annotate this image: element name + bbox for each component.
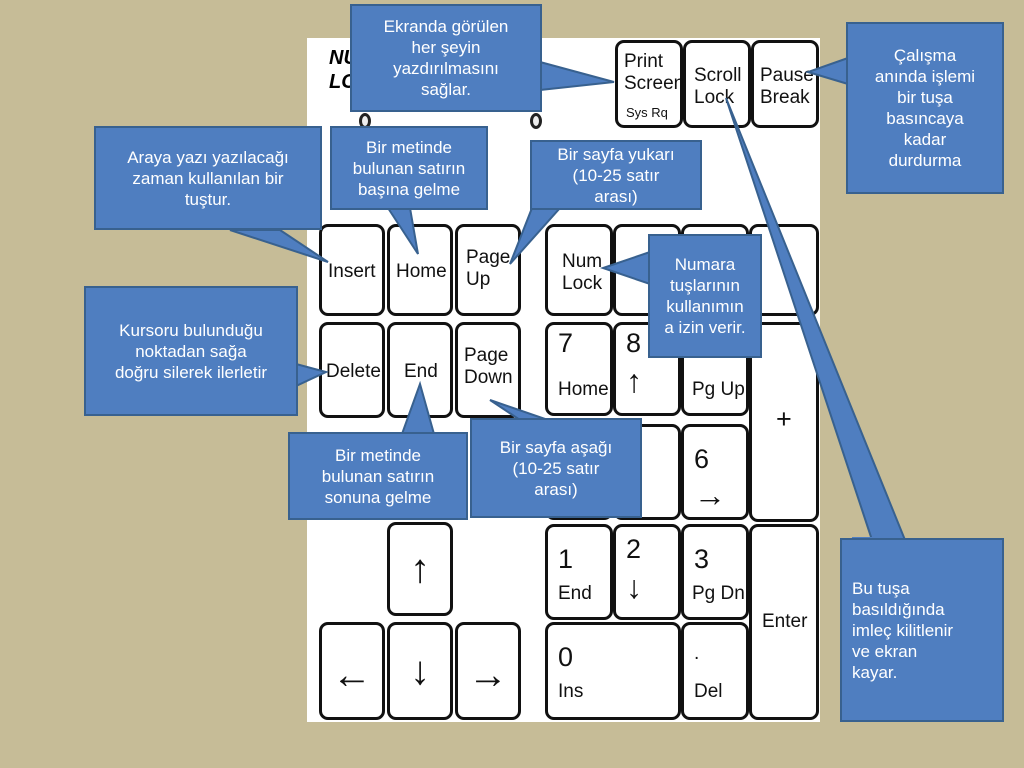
left-arrow-icon: ← xyxy=(332,653,372,697)
down-arrow-icon: ↓ xyxy=(410,649,430,693)
num-6-digit: 6 xyxy=(694,444,710,474)
pointer-delete xyxy=(295,362,329,388)
up-arrow-icon: ↑ xyxy=(626,363,642,399)
num-9-label: Pg Up xyxy=(692,379,745,400)
num-1-label: End xyxy=(558,583,592,604)
num-lock-key: Num Lock xyxy=(545,224,613,316)
home-label: Home xyxy=(396,261,447,282)
pause-break-label: Pause Break xyxy=(760,65,814,108)
right-arrow-icon: → xyxy=(468,653,508,697)
right-arrow-icon: → xyxy=(694,477,726,513)
callout-pause: Çalışma anında işlemi bir tuşa basıncaya… xyxy=(846,22,1004,194)
num-0-key: 0 Ins xyxy=(545,622,681,720)
page-down-key: Page Down xyxy=(455,322,521,418)
down-arrow-icon: ↓ xyxy=(626,569,642,605)
num-6-key: 6 → xyxy=(681,424,749,520)
up-arrow-icon: ↑ xyxy=(410,547,430,591)
home-key: Home xyxy=(387,224,453,316)
delete-label: Delete xyxy=(326,361,381,382)
callout-scroll-lock: Bu tuşa basıldığında imleç kilitlenir ve… xyxy=(840,538,1004,722)
plus-label: + xyxy=(776,404,792,434)
num-7-label: Home xyxy=(558,379,609,400)
print-screen-key: Print Screen Sys Rq xyxy=(615,40,685,128)
pointer-page-down xyxy=(489,399,549,421)
num-enter-key: Enter xyxy=(749,524,819,720)
enter-label: Enter xyxy=(762,611,808,632)
callout-insert: Araya yazı yazılacağı zaman kullanılan b… xyxy=(94,126,322,230)
scroll-lock-key: Scroll Lock xyxy=(683,40,751,128)
arrow-left-key: ← xyxy=(319,622,385,720)
num-decimal-label: Del xyxy=(694,681,723,702)
num-lock-label: Num Lock xyxy=(562,251,603,294)
page-up-label: Page Up xyxy=(466,247,511,290)
num-3-label: Pg Dn xyxy=(692,583,745,604)
pointer-num-lock xyxy=(599,250,651,286)
num-1-digit: 1 xyxy=(558,544,574,574)
pointer-home xyxy=(386,207,419,255)
pointer-insert xyxy=(229,229,329,263)
page-down-label: Page Down xyxy=(464,345,513,388)
num-1-key: 1 End xyxy=(545,524,613,620)
arrow-right-key: → xyxy=(455,622,521,720)
num-0-label: Ins xyxy=(558,681,584,702)
sysrq-label: Sys Rq xyxy=(626,105,668,120)
pause-break-key: Pause Break xyxy=(751,40,819,128)
pointer-print-screen xyxy=(539,60,615,92)
arrow-up-key: ↑ xyxy=(387,522,453,616)
num-decimal-key: . Del xyxy=(681,622,749,720)
arrow-down-key: ↓ xyxy=(387,622,453,720)
callout-print-screen: Ekranda görülen her şeyin yazdırılmasını… xyxy=(350,4,542,112)
callout-page-down: Bir sayfa aşağı (10-25 satır arası) xyxy=(470,418,642,518)
pointer-end xyxy=(400,380,436,435)
insert-key: Insert xyxy=(319,224,385,316)
num-decimal-digit: . xyxy=(694,643,700,664)
print-screen-label: Print Screen xyxy=(624,51,685,94)
page-up-key: Page Up xyxy=(455,224,521,316)
pointer-pause xyxy=(804,56,849,86)
end-label: End xyxy=(404,361,438,382)
insert-label: Insert xyxy=(328,261,376,282)
callout-home: Bir metinde bulunan satırın başına gelme xyxy=(330,126,488,210)
callout-delete: Kursoru bulunduğu noktadan sağa doğru si… xyxy=(84,286,298,416)
num-7-key: 7 Home xyxy=(545,322,613,416)
indicator-led xyxy=(530,113,542,129)
scroll-lock-label: Scroll Lock xyxy=(694,65,742,108)
num-3-digit: 3 xyxy=(694,544,710,574)
delete-key: Delete xyxy=(319,322,385,418)
callout-page-up: Bir sayfa yukarı (10-25 satır arası) xyxy=(530,140,702,210)
num-0-digit: 0 xyxy=(558,642,574,672)
num-3-key: 3 Pg Dn xyxy=(681,524,749,620)
pointer-page-up xyxy=(509,207,563,265)
num-7-digit: 7 xyxy=(558,328,574,358)
callout-end: Bir metinde bulunan satırın sonuna gelme xyxy=(288,432,468,520)
num-8-digit: 8 xyxy=(626,328,642,358)
num-2-key: 2 ↓ xyxy=(613,524,681,620)
num-2-digit: 2 xyxy=(626,534,642,564)
callout-num-lock: Numara tuşlarının kullanımın a izin veri… xyxy=(648,234,762,358)
